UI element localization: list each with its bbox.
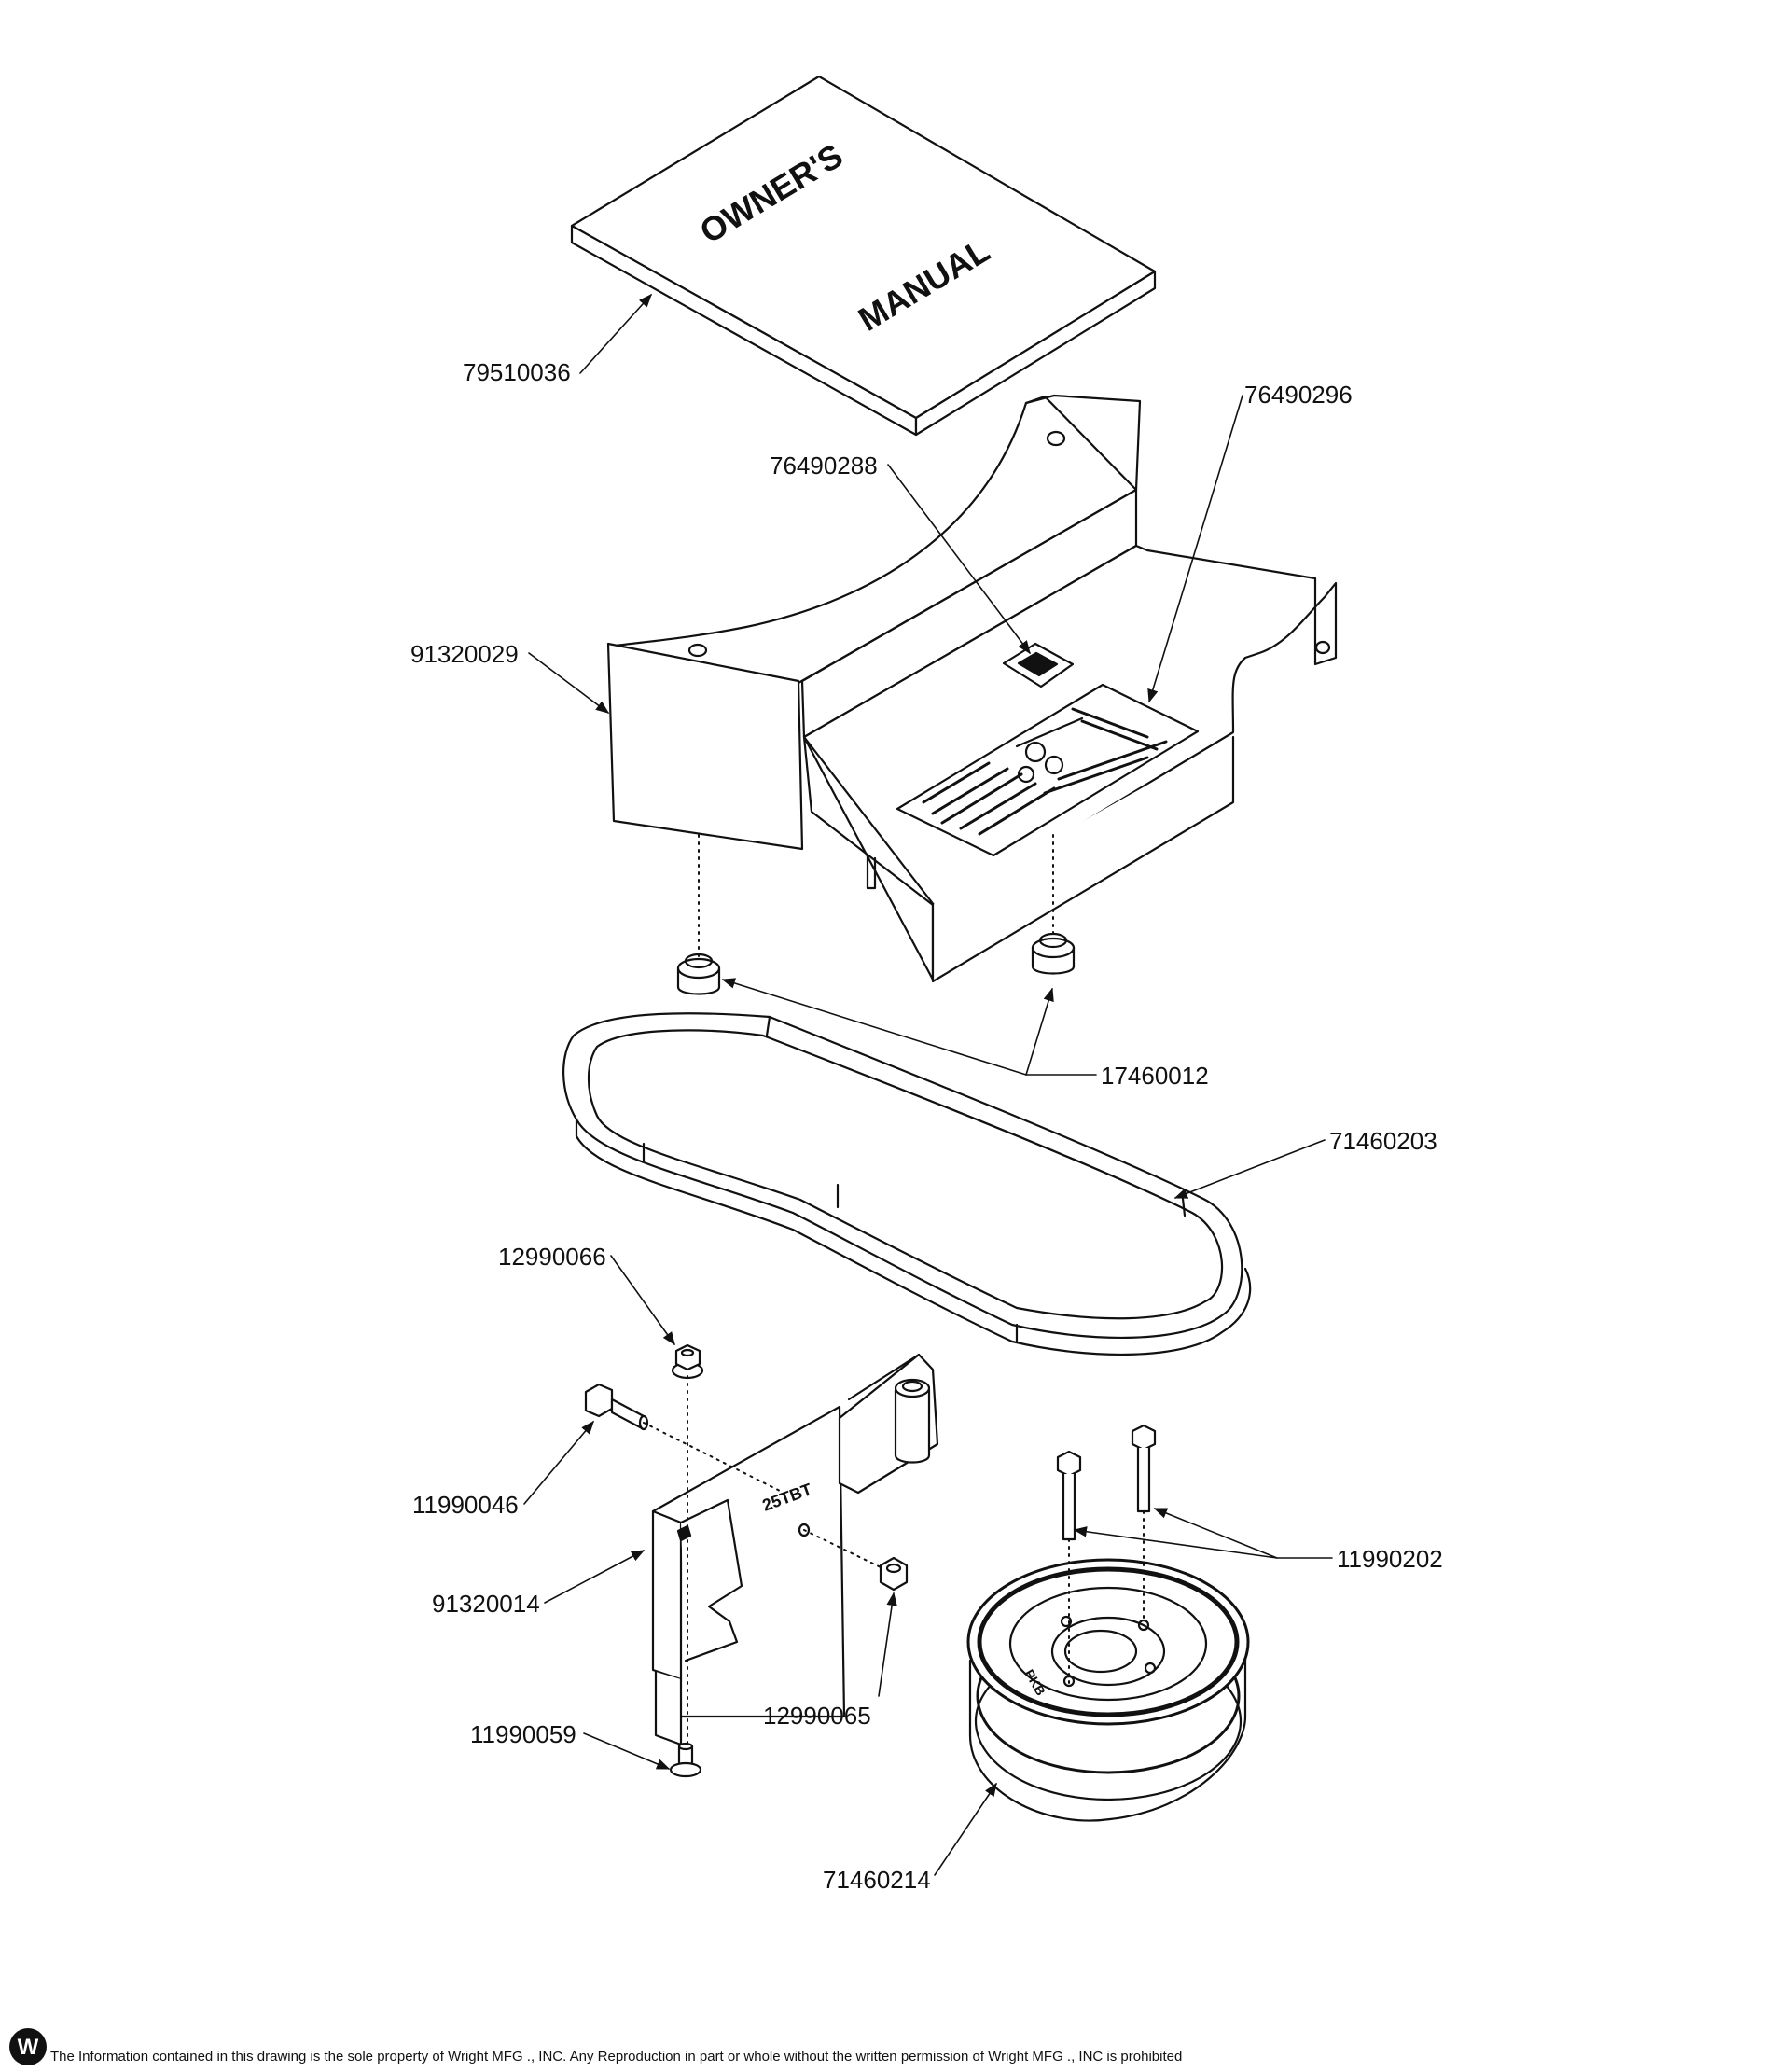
callout-71460214: 71460214 <box>823 1866 931 1894</box>
copyright-disclaimer: The Information contained in this drawin… <box>50 2049 1183 2065</box>
idler-bracket <box>651 1353 939 1746</box>
callout-91320029: 91320029 <box>410 640 519 668</box>
belt-cover <box>606 394 1338 983</box>
callout-71460203: 71460203 <box>1329 1127 1437 1155</box>
company-logo: W <box>9 2028 47 2065</box>
svg-text:W: W <box>18 2035 39 2060</box>
owners-manual <box>570 75 1157 437</box>
callout-91320014: 91320014 <box>432 1590 540 1618</box>
belt-routing-decal <box>896 683 1200 857</box>
callout-76490288: 76490288 <box>770 452 878 480</box>
rubber-bumper-left <box>676 953 721 995</box>
callout-79510036: 79510036 <box>463 358 571 386</box>
callout-11990046: 11990046 <box>412 1491 519 1519</box>
flange-bolt-11990046 <box>584 1383 649 1431</box>
callout-76490296: 76490296 <box>1244 381 1353 409</box>
leader-lines <box>523 293 1333 1876</box>
callout-12990066: 12990066 <box>498 1243 606 1271</box>
callout-11990059: 11990059 <box>470 1720 576 1748</box>
callout-11990202: 11990202 <box>1337 1545 1443 1573</box>
pulley <box>966 1558 1250 1822</box>
flange-bolt-11990059 <box>669 1742 702 1778</box>
rubber-bumper-right <box>1031 932 1076 975</box>
assembly-lines <box>643 834 1145 1747</box>
hex-bolts-11990202 <box>1056 1424 1157 1541</box>
callout-12990065: 12990065 <box>763 1702 871 1730</box>
callout-17460012: 17460012 <box>1101 1062 1209 1090</box>
flange-nut-12990065 <box>879 1556 909 1592</box>
v-belt <box>562 1012 1252 1356</box>
flange-nut-12990066 <box>671 1343 704 1380</box>
